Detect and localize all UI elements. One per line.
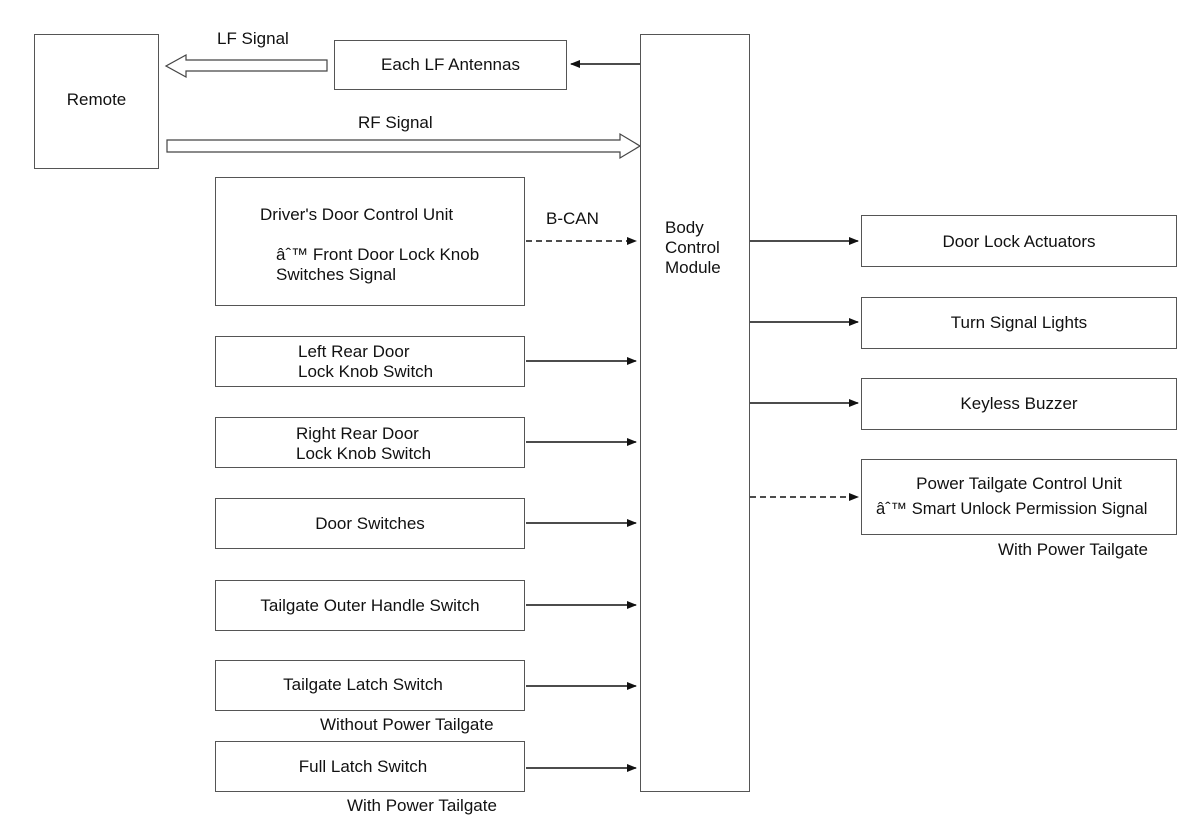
right-rear-door-line1: Right Rear Door <box>296 424 419 443</box>
driver-door-control-unit-box <box>215 177 525 306</box>
lf-antennas-label: Each LF Antennas <box>381 55 520 74</box>
turn-signal-lights-label: Turn Signal Lights <box>950 313 1088 332</box>
bcm-label-line1: Body <box>665 218 704 237</box>
tailgate-outer-handle-label: Tailgate Outer Handle Switch <box>260 596 480 615</box>
full-latch-switch-box <box>215 741 525 792</box>
lf-signal-label: LF Signal <box>217 29 289 48</box>
driver-dcu-line1: âˆ™ Front Door Lock Knob <box>276 245 480 264</box>
left-rear-door-knob-switch-box <box>215 336 525 387</box>
left-rear-door-line1: Left Rear Door <box>298 342 410 361</box>
remote-box <box>34 34 159 169</box>
body-control-module-box <box>640 34 750 792</box>
full-latch-label: Full Latch Switch <box>298 757 428 776</box>
power-tailgate-note: With Power Tailgate <box>998 540 1148 559</box>
power-tailgate-line2: âˆ™ Smart Unlock Permission Signal <box>876 500 1148 518</box>
tailgate-latch-label: Tailgate Latch Switch <box>283 675 443 694</box>
bcan-label: B-CAN <box>546 209 599 228</box>
tailgate-latch-switch-box <box>215 660 525 711</box>
keyless-buzzer-label: Keyless Buzzer <box>960 394 1078 413</box>
tailgate-outer-handle-switch-box <box>215 580 525 631</box>
turn-signal-lights-box <box>861 297 1177 349</box>
lf-antennas-box <box>334 40 567 90</box>
rf-signal-label: RF Signal <box>358 113 433 132</box>
door-lock-actuators-box <box>861 215 1177 267</box>
tailgate-latch-note: Without Power Tailgate <box>320 715 494 734</box>
full-latch-note: With Power Tailgate <box>347 796 497 815</box>
rf-signal-arrow <box>166 132 642 160</box>
keyless-buzzer-box <box>861 378 1177 430</box>
bcm-label-line2: Control <box>665 238 720 257</box>
lf-signal-arrow <box>164 53 328 79</box>
power-tailgate-line1: Power Tailgate Control Unit <box>916 474 1122 493</box>
door-lock-actuators-label: Door Lock Actuators <box>942 232 1096 251</box>
bcm-label-line3: Module <box>665 258 721 277</box>
right-rear-door-line2: Lock Knob Switch <box>296 444 432 463</box>
left-rear-door-line2: Lock Knob Switch <box>298 362 434 381</box>
power-tailgate-control-unit-box <box>861 459 1177 535</box>
driver-dcu-title: Driver's Door Control Unit <box>260 205 454 224</box>
right-rear-door-knob-switch-box <box>215 417 525 468</box>
driver-dcu-line2: Switches Signal <box>276 265 397 284</box>
remote-label: Remote <box>66 90 127 109</box>
door-switches-box <box>215 498 525 549</box>
door-switches-label: Door Switches <box>315 514 425 533</box>
